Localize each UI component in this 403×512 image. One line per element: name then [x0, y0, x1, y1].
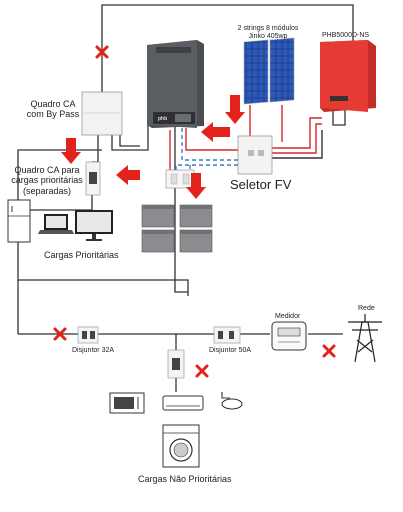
label-rede: Rede [358, 305, 375, 312]
washing-machine-icon [162, 424, 200, 468]
energy-meter-icon [271, 321, 307, 351]
label-seletor-fv: Seletor FV [230, 177, 292, 192]
arrow-icon-down-seletor [225, 95, 245, 124]
dc-blue-2 [175, 164, 238, 170]
cross-icon-top [95, 45, 109, 59]
label-cargas-nao-prioritarias: Cargas Não Prioritárias [138, 474, 232, 484]
wire-quadro-hybrid [111, 118, 149, 151]
arrow-icon-left-priority [116, 165, 140, 185]
label-medidor: Medidor [275, 313, 301, 320]
dc-red-hybrid [185, 128, 238, 151]
arrow-icon-down-quadro [61, 138, 81, 164]
label-cargas-prioritarias: Cargas Prioritárias [44, 250, 119, 260]
microwave-icon [109, 392, 145, 414]
label-disjuntor-32a: Disjuntor 32A [72, 347, 115, 354]
dc-wiring [169, 105, 323, 180]
wire-inverter-ac [332, 108, 346, 126]
shower-icon [221, 392, 243, 410]
grid-tie-inverter [320, 40, 376, 112]
dc-red-3 [272, 117, 322, 149]
nonpriority-breaker-panel [167, 349, 185, 379]
red-crosses [53, 45, 336, 378]
priority-breaker-panel [85, 161, 101, 196]
label-quadro-ca-bypass: Quadro CA com By Pass [26, 99, 80, 120]
arrow-icon-left-hybrid [201, 122, 230, 142]
hybrid-inverter: phb [147, 40, 204, 128]
dc-black-1 [272, 130, 323, 159]
cross-icon-nonpriority [195, 364, 209, 378]
breaker-50a [213, 326, 241, 344]
dc-breaker [165, 169, 195, 189]
seletor-fv [237, 135, 273, 175]
cross-icon-bus-left [53, 327, 67, 341]
label-inverter-model: PHB5000D-NS [322, 32, 370, 39]
label-disjuntor-50a: Disjuntor 50A [209, 347, 252, 354]
transmission-tower-icon [348, 314, 382, 363]
wire-quadro-priority [92, 135, 99, 163]
arrow-icon-down-battery [186, 173, 206, 199]
label-strings: 2 strings 8 módulos Jinko 405wp [237, 25, 299, 41]
red-arrows [61, 95, 245, 199]
cross-icon-grid [322, 344, 336, 358]
label-quadro-prioritarias: Quadro CA para cargas prioritárias (sepa… [11, 165, 83, 196]
dc-red-4 [272, 123, 322, 154]
refrigerator-icon [7, 199, 31, 243]
laptop-icon [38, 214, 74, 234]
hybrid-brand-text: phb [158, 116, 167, 122]
battery-icon [141, 204, 213, 253]
solar-panel-icon [243, 37, 295, 105]
wire-top-loop [101, 4, 354, 85]
air-conditioner-icon [162, 395, 204, 411]
monitor-icon [75, 210, 113, 241]
breaker-32a [77, 326, 99, 344]
quadro-ca-bypass [81, 91, 123, 136]
dc-blue-1 [181, 128, 238, 161]
wire-quadro-hybrid-2 [119, 135, 140, 147]
wire-priority-loads [19, 195, 93, 211]
